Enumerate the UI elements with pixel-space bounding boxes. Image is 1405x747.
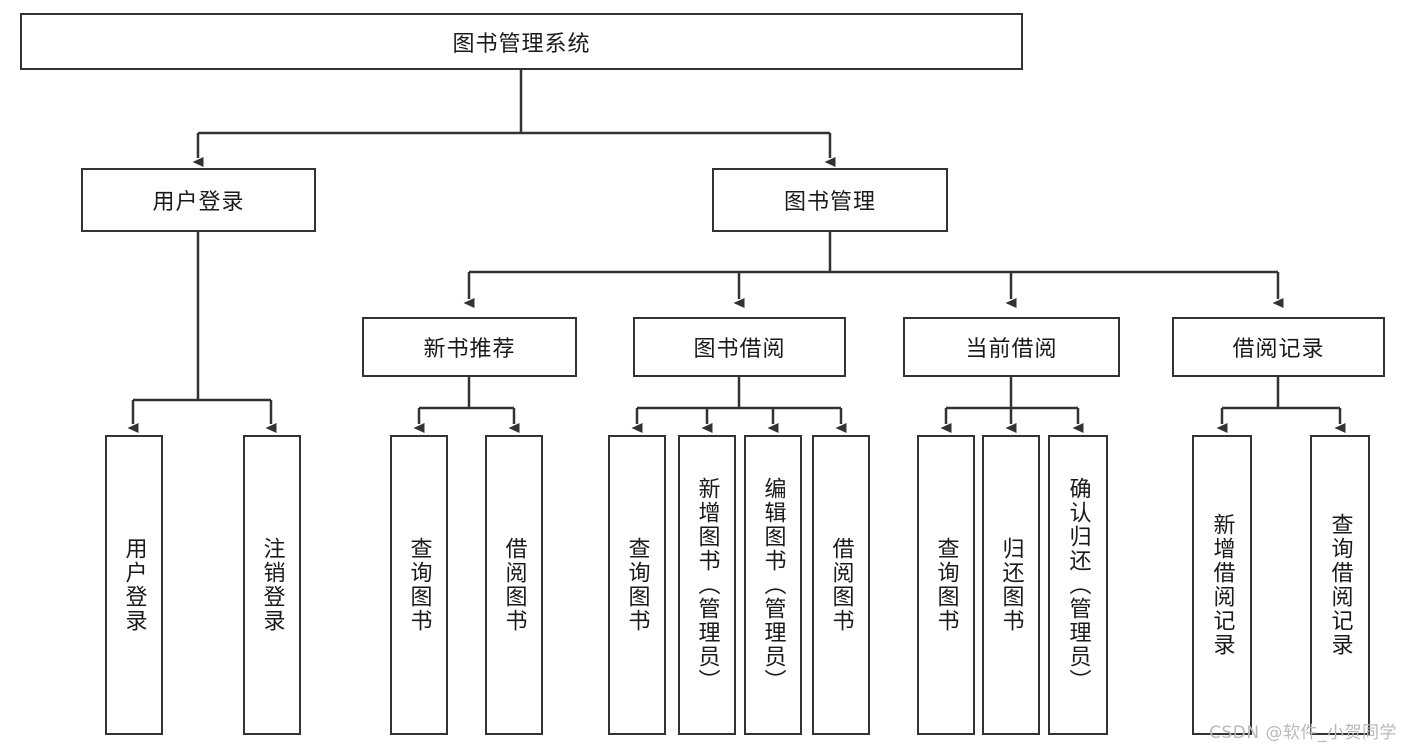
node-book-borrow[interactable]: 图书借阅 — [633, 317, 846, 377]
node-leaf-query-record-label: 查询借阅记录 — [1327, 513, 1353, 657]
node-leaf-query-record[interactable]: 查询借阅记录 — [1310, 435, 1370, 735]
node-leaf-logout-login-label: 注销登录 — [259, 537, 285, 633]
node-leaf-query-book-1-label: 查询图书 — [406, 537, 432, 633]
node-current-borrow[interactable]: 当前借阅 — [903, 317, 1120, 377]
node-leaf-add-book-label: 新增图书（管理员） — [694, 477, 720, 693]
node-leaf-borrow-book-2-label: 借阅图书 — [828, 537, 854, 633]
node-leaf-return-book[interactable]: 归还图书 — [982, 435, 1040, 735]
node-leaf-query-book-2[interactable]: 查询图书 — [608, 435, 666, 735]
node-leaf-query-book-1[interactable]: 查询图书 — [390, 435, 448, 735]
node-leaf-borrow-book-2[interactable]: 借阅图书 — [812, 435, 870, 735]
node-new-book-recommend-label: 新书推荐 — [423, 337, 516, 362]
node-leaf-user-login-label: 用户登录 — [121, 537, 147, 633]
node-leaf-query-book-3[interactable]: 查询图书 — [917, 435, 975, 735]
node-user-login-label: 用户登录 — [152, 190, 245, 215]
node-leaf-edit-book[interactable]: 编辑图书（管理员） — [744, 435, 802, 735]
node-user-login[interactable]: 用户登录 — [81, 168, 316, 232]
node-leaf-user-login[interactable]: 用户登录 — [105, 435, 163, 735]
node-book-manage[interactable]: 图书管理 — [712, 168, 948, 232]
node-root[interactable]: 图书管理系统 — [20, 13, 1023, 70]
node-current-borrow-label: 当前借阅 — [965, 337, 1058, 362]
node-book-borrow-label: 图书借阅 — [693, 337, 786, 362]
node-leaf-borrow-book-1[interactable]: 借阅图书 — [485, 435, 543, 735]
node-leaf-add-record-label: 新增借阅记录 — [1209, 513, 1235, 657]
node-leaf-return-book-label: 归还图书 — [998, 537, 1024, 633]
csdn-watermark: CSDN @软件_小贺同学 — [1209, 723, 1397, 743]
node-root-label: 图书管理系统 — [452, 31, 591, 57]
node-leaf-add-book[interactable]: 新增图书（管理员） — [678, 435, 736, 735]
node-leaf-query-book-2-label: 查询图书 — [624, 537, 650, 633]
node-book-manage-label: 图书管理 — [783, 190, 876, 215]
node-leaf-confirm-return[interactable]: 确认归还（管理员） — [1048, 435, 1108, 735]
node-leaf-confirm-return-label: 确认归还（管理员） — [1065, 477, 1091, 693]
node-leaf-add-record[interactable]: 新增借阅记录 — [1192, 435, 1252, 735]
node-leaf-borrow-book-1-label: 借阅图书 — [501, 537, 527, 633]
node-leaf-query-book-3-label: 查询图书 — [933, 537, 959, 633]
node-borrow-record-label: 借阅记录 — [1232, 337, 1325, 362]
node-leaf-logout-login[interactable]: 注销登录 — [243, 435, 301, 735]
node-leaf-edit-book-label: 编辑图书（管理员） — [760, 477, 786, 693]
node-borrow-record[interactable]: 借阅记录 — [1172, 317, 1385, 377]
node-new-book-recommend[interactable]: 新书推荐 — [362, 317, 577, 377]
